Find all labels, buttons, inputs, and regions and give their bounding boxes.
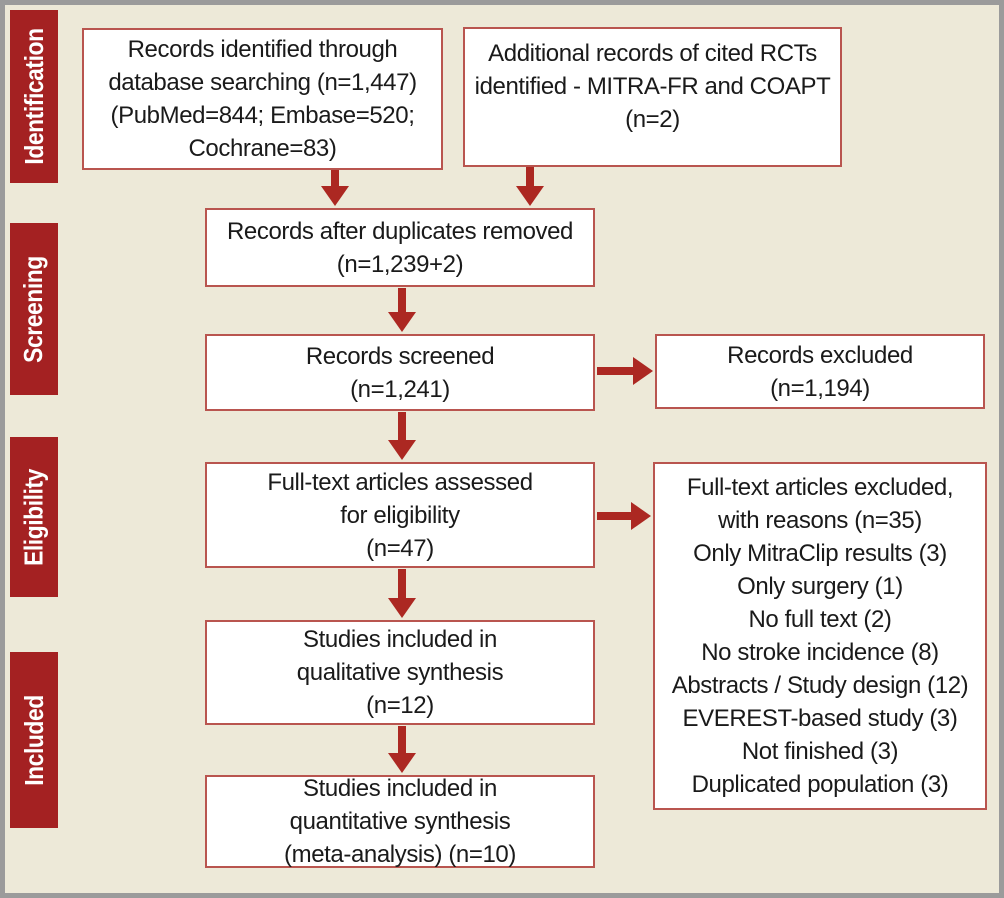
arrow-stem: [331, 170, 339, 186]
arrow-stem: [398, 726, 406, 753]
box-quantitative-synthesis: Studies included in quantitative synthes…: [205, 775, 595, 868]
arrow-stem: [398, 569, 406, 598]
stage-bar-identification: Identification: [10, 10, 58, 183]
box-records-excluded-text: Records excluded (n=1,194): [727, 341, 913, 402]
arrow-additional-to-duplicates: [516, 167, 544, 206]
box-fulltext-assessed-text: Full-text articles assessed for eligibil…: [267, 468, 533, 562]
box-records-identified: Records identified through database sear…: [82, 28, 443, 170]
stage-label-identification: Identification: [18, 28, 49, 165]
arrow-identified-to-duplicates: [321, 170, 349, 206]
box-qualitative-synthesis: Studies included in qualitative synthesi…: [205, 620, 595, 725]
box-records-screened-text: Records screened (n=1,241): [305, 342, 495, 403]
box-additional-records: Additional records of cited RCTs identif…: [463, 27, 842, 167]
stage-bar-eligibility: Eligibility: [10, 437, 58, 597]
box-fulltext-assessed: Full-text articles assessed for eligibil…: [205, 462, 595, 568]
box-fulltext-excluded: Full-text articles excluded, with reason…: [653, 462, 987, 810]
stage-bar-screening: Screening: [10, 223, 58, 395]
arrow-right-icon: [633, 357, 653, 385]
arrow-screened-to-fulltext: [388, 412, 416, 460]
box-fulltext-excluded-text: Full-text articles excluded, with reason…: [671, 474, 969, 798]
arrow-stem: [526, 167, 534, 186]
arrow-down-icon: [388, 598, 416, 618]
box-records-excluded: Records excluded (n=1,194): [655, 334, 985, 409]
box-qualitative-synthesis-text: Studies included in qualitative synthesi…: [296, 626, 504, 719]
arrow-stem: [597, 512, 631, 520]
box-records-screened: Records screened (n=1,241): [205, 334, 595, 411]
stage-label-eligibility: Eligibility: [18, 468, 49, 566]
arrow-fulltext-to-qualitative: [388, 569, 416, 618]
arrow-down-icon: [388, 440, 416, 460]
stage-label-included: Included: [18, 694, 49, 786]
box-additional-records-text: Additional records of cited RCTs identif…: [474, 40, 831, 133]
arrow-stem: [398, 288, 406, 312]
box-quantitative-synthesis-text: Studies included in quantitative synthes…: [284, 775, 516, 868]
stage-label-screening: Screening: [18, 255, 49, 363]
arrow-right-icon: [631, 502, 651, 530]
arrow-stem: [597, 367, 633, 375]
arrow-down-icon: [321, 186, 349, 206]
arrow-fulltext-to-fulltext-excluded: [597, 502, 651, 530]
arrow-down-icon: [516, 186, 544, 206]
box-duplicates-removed: Records after duplicates removed (n=1,23…: [205, 208, 595, 287]
arrow-stem: [398, 412, 406, 440]
box-records-identified-text: Records identified through database sear…: [108, 36, 417, 162]
arrow-down-icon: [388, 312, 416, 332]
stage-bar-included: Included: [10, 652, 58, 828]
arrow-qualitative-to-quantitative: [388, 726, 416, 773]
arrow-duplicates-to-screened: [388, 288, 416, 332]
arrow-screened-to-excluded: [597, 357, 653, 385]
arrow-down-icon: [388, 753, 416, 773]
box-duplicates-removed-text: Records after duplicates removed (n=1,23…: [226, 217, 574, 278]
